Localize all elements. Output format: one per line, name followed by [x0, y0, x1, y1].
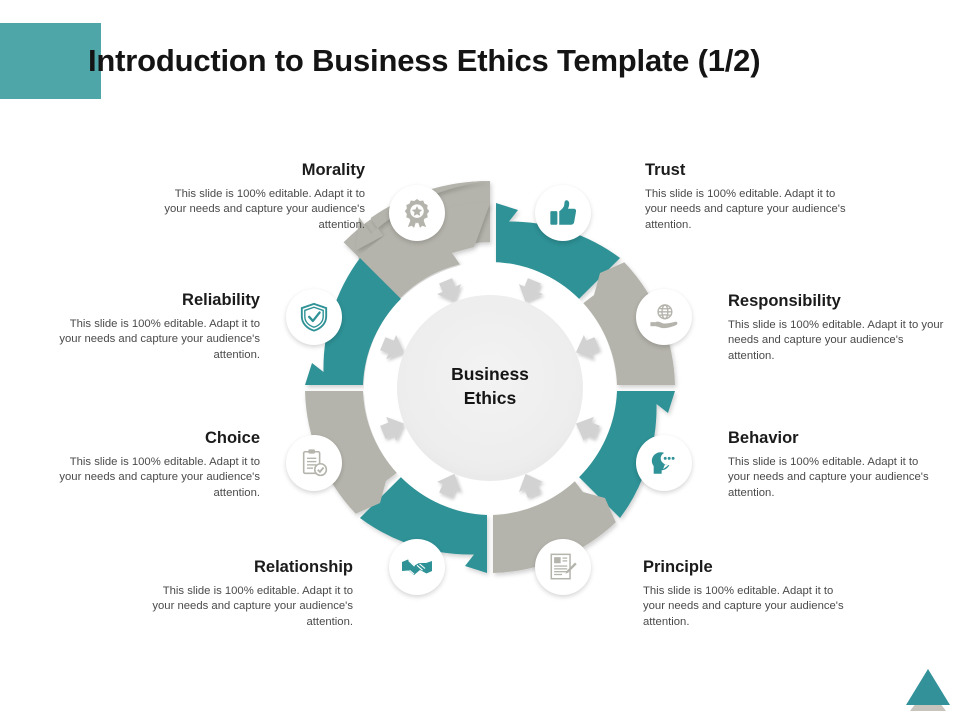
icon-bubble-morality[interactable]	[389, 185, 445, 241]
ring-sector-6-relationship[interactable]	[359, 476, 487, 573]
heading-trust: Trust	[645, 161, 686, 179]
head-speech-bubble-icon	[649, 448, 679, 478]
business-ethics-wheel-diagram	[270, 168, 710, 608]
icon-bubble-choice[interactable]	[286, 435, 342, 491]
icon-bubble-principle[interactable]	[535, 539, 591, 595]
body-behavior: This slide is 100% editable. Adapt it to…	[728, 456, 929, 499]
heading-reliability: Reliability	[182, 291, 260, 309]
thumbs-up-icon	[548, 198, 578, 228]
ring-sector-5-principle[interactable]	[493, 481, 616, 573]
icon-bubble-reliability[interactable]	[286, 289, 342, 345]
body-principle: This slide is 100% editable. Adapt it to…	[643, 585, 844, 628]
heading-responsibility: Responsibility	[728, 292, 841, 310]
ring-sectors	[305, 202, 675, 573]
heading-relationship: Relationship	[253, 558, 353, 576]
text-block-reliability: Reliability This slide is 100% editable.…	[45, 290, 260, 363]
globe-in-hand-icon	[649, 302, 679, 332]
flow-arrow	[575, 416, 600, 441]
text-block-choice: Choice This slide is 100% editable. Adap…	[45, 428, 260, 501]
body-trust: This slide is 100% editable. Adapt it to…	[645, 188, 846, 231]
heading-principle: Principle	[643, 558, 713, 576]
body-choice: This slide is 100% editable. Adapt it to…	[59, 456, 260, 499]
body-reliability: This slide is 100% editable. Adapt it to…	[59, 318, 260, 361]
ring-sector-7-choice[interactable]	[305, 391, 397, 514]
body-morality: This slide is 100% editable. Adapt it to…	[164, 188, 365, 231]
flow-arrow	[518, 278, 543, 303]
heading-behavior: Behavior	[728, 429, 799, 447]
text-block-behavior: Behavior This slide is 100% editable. Ad…	[728, 428, 943, 501]
icon-bubble-trust[interactable]	[535, 185, 591, 241]
shield-check-icon	[299, 302, 329, 332]
medal-award-icon	[402, 198, 432, 228]
triangle-decoration	[902, 665, 954, 715]
inner-flow-arrows	[380, 278, 600, 498]
flow-arrow	[518, 473, 543, 498]
ring-sector-3-responsibility[interactable]	[583, 262, 675, 385]
ring-sector-4-behavior[interactable]	[578, 391, 675, 519]
flow-arrow	[437, 473, 462, 498]
handshake-icon	[401, 551, 433, 583]
icon-bubble-responsibility[interactable]	[636, 289, 692, 345]
flow-arrow	[380, 335, 405, 360]
heading-morality: Morality	[301, 161, 365, 179]
ring-sector-1-morality[interactable]	[358, 202, 490, 300]
document-pen-icon	[548, 552, 578, 582]
flow-arrow	[437, 278, 462, 303]
clipboard-check-icon	[299, 448, 329, 478]
body-responsibility: This slide is 100% editable. Adapt it to…	[728, 319, 944, 362]
heading-choice: Choice	[204, 429, 260, 447]
icon-bubble-behavior[interactable]	[636, 435, 692, 491]
flow-arrow	[575, 335, 600, 360]
text-block-trust: Trust This slide is 100% editable. Adapt…	[645, 160, 860, 233]
text-block-morality: Morality This slide is 100% editable. Ad…	[150, 160, 365, 233]
ring-sector-2-trust[interactable]	[496, 203, 621, 300]
flow-arrow	[380, 416, 405, 441]
text-block-responsibility: Responsibility This slide is 100% editab…	[728, 291, 946, 364]
text-block-principle: Principle This slide is 100% editable. A…	[643, 557, 858, 630]
icon-bubble-relationship[interactable]	[389, 539, 445, 595]
text-block-relationship: Relationship This slide is 100% editable…	[138, 557, 353, 630]
page-title: Introduction to Business Ethics Template…	[88, 43, 761, 78]
title-accent-block	[0, 23, 101, 99]
ring-sector-8-reliability[interactable]	[305, 257, 402, 385]
body-relationship: This slide is 100% editable. Adapt it to…	[152, 585, 353, 628]
center-disc	[397, 295, 583, 481]
